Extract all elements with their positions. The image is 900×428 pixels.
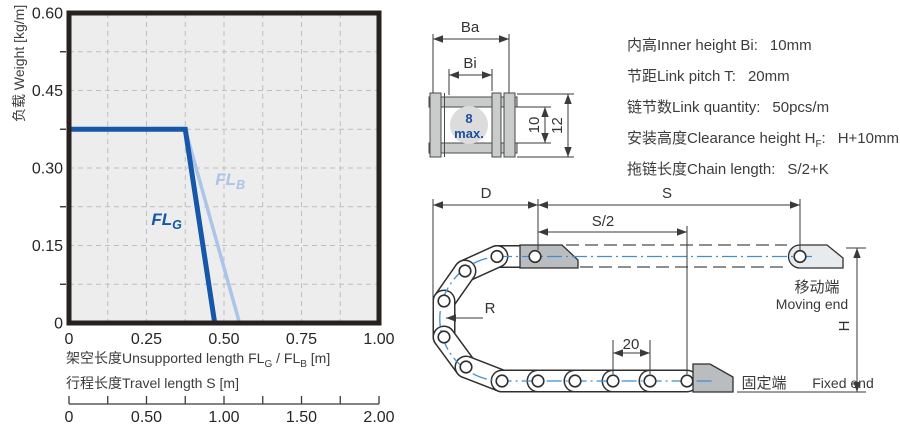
x-tick-label: 0.75 bbox=[286, 331, 317, 348]
spec-value: 10mm bbox=[769, 37, 812, 54]
travel-tick-label: 0 bbox=[65, 409, 74, 426]
x-tick-label: 1.00 bbox=[363, 331, 394, 348]
spec-label-en: Link pitch T: bbox=[657, 68, 736, 85]
spec-label-en: Chain length: bbox=[687, 161, 776, 178]
chain-pin-hole bbox=[528, 249, 542, 264]
cable-count-max: 8 bbox=[465, 111, 472, 126]
chain-pin-hole bbox=[490, 249, 504, 264]
caption1-sub-g: G bbox=[264, 358, 273, 370]
series-g-curve bbox=[69, 126, 218, 324]
y-tick-label: 0.60 bbox=[32, 6, 63, 23]
fixed-end-label-zh: 固定端 bbox=[741, 375, 786, 392]
series-b-curve bbox=[183, 128, 242, 324]
spec-label-zh: 内高 bbox=[627, 37, 658, 54]
dim-s-half-label: S/2 bbox=[592, 213, 615, 230]
chain-pin-hole bbox=[437, 294, 451, 308]
spec-row-clearance-height: 安装高度Clearance height HF: H+10mm bbox=[627, 126, 899, 157]
cable-circle bbox=[450, 106, 488, 144]
spec-label-zh: 链节数 bbox=[627, 99, 673, 116]
dim-r-label: R bbox=[485, 300, 496, 317]
y-tick-label: 0.15 bbox=[32, 238, 63, 255]
spec-label-en: Inner height Bi: bbox=[657, 37, 758, 54]
chain-pin-hole bbox=[643, 374, 657, 388]
y-tick-label: 0 bbox=[54, 316, 63, 333]
dim-bi-label: Bi bbox=[463, 55, 476, 72]
spec-label-zh: 拖链长度 bbox=[627, 161, 688, 178]
moving-end-label-zh: 移动端 bbox=[794, 279, 839, 296]
chart-caption-unsupported: 架空长度Unsupported length FLG / FLB [m] bbox=[66, 349, 330, 374]
chart-captions: 架空长度Unsupported length FLG / FLB [m] 行程长… bbox=[66, 349, 330, 393]
dim-h-label: H bbox=[836, 321, 853, 332]
dim-pitch-label: 20 bbox=[623, 336, 640, 353]
spec-label-en: Clearance height H bbox=[687, 130, 816, 147]
chain-pin-hole bbox=[606, 374, 620, 388]
left-plate bbox=[429, 92, 442, 158]
spec-row-link-quantity: 链节数Link quantity: 50pcs/m bbox=[627, 95, 899, 126]
spec-value: H+10mm bbox=[837, 130, 899, 147]
spec-label-sub: F bbox=[815, 139, 822, 150]
spec-row-inner-height: 内高Inner height Bi: 10mm bbox=[627, 33, 899, 64]
chain-pin-hole bbox=[531, 374, 545, 388]
spec-label-zh: 安装高度 bbox=[627, 130, 688, 147]
spec-list: 内高Inner height Bi: 10mm 节距Link pitch T: 20… bbox=[627, 33, 899, 188]
dim-inner-height-label: 10 bbox=[526, 117, 543, 134]
spec-value: S/2+K bbox=[787, 161, 829, 178]
right-outer-plate bbox=[503, 92, 516, 158]
dim-ba-label: Ba bbox=[461, 19, 480, 36]
caption1-mid: / FL bbox=[272, 350, 301, 366]
cross-section-diagram: 8 max. Ba Bi 10 12 bbox=[428, 19, 574, 158]
fixed-end-label-en: Fixed end bbox=[812, 375, 873, 391]
chain-pin-hole bbox=[437, 330, 451, 344]
travel-tick-label: 2.00 bbox=[363, 409, 394, 426]
travel-tick-label: 0.50 bbox=[131, 409, 162, 426]
chain-pin-hole bbox=[458, 264, 472, 278]
caption1-sub-b: B bbox=[300, 358, 307, 370]
spec-value: 50pcs/m bbox=[772, 99, 830, 116]
spec-row-chain-length: 拖链长度Chain length: S/2+K bbox=[627, 157, 899, 188]
moving-end-hole bbox=[793, 249, 807, 264]
spec-label-zh: 节距 bbox=[627, 68, 658, 85]
y-tick-label: 0.30 bbox=[32, 161, 63, 178]
chain-centerline bbox=[439, 255, 812, 382]
dim-outer-height-label: 12 bbox=[549, 117, 566, 134]
y-tick-label: 0.45 bbox=[32, 83, 63, 100]
plot-border bbox=[66, 10, 382, 326]
x-tick-label: 0.50 bbox=[208, 331, 239, 348]
fixed-end-bracket bbox=[692, 363, 734, 393]
chain-pin-hole bbox=[680, 374, 694, 388]
series-g-label: FLG bbox=[151, 210, 182, 232]
chain-pin-hole bbox=[568, 374, 582, 388]
travel-tick-label: 1.50 bbox=[286, 409, 317, 426]
travel-tick-label: 1.00 bbox=[208, 409, 239, 426]
right-inner-plate bbox=[491, 92, 502, 158]
caption2-text: 行程长度Travel length S [m] bbox=[66, 374, 239, 391]
spec-label-en: Link quantity: bbox=[672, 99, 761, 116]
chain-side-view: D S S/2 R 20 H 移动端 Moving end bbox=[432, 185, 874, 393]
chain-pin-hole bbox=[495, 374, 509, 388]
dim-s-label: S bbox=[662, 185, 672, 202]
chain-pin-hole bbox=[459, 360, 473, 374]
technical-drawings: 8 max. Ba Bi 10 12 bbox=[428, 19, 874, 393]
chart-caption-travel: 行程长度Travel length S [m] bbox=[66, 374, 330, 393]
x-tick-label: 0 bbox=[65, 331, 74, 348]
spec-label-post: : bbox=[821, 130, 826, 147]
y-axis-title: 负载 Weight [kg/m] bbox=[11, 5, 27, 122]
moving-end-label-en: Moving end bbox=[776, 296, 848, 312]
cable-count-max-unit: max. bbox=[454, 126, 484, 141]
spec-value: 20mm bbox=[747, 68, 790, 85]
caption1-text: 架空长度Unsupported length FL bbox=[66, 350, 265, 366]
caption1-unit: [m] bbox=[306, 350, 331, 366]
load-chart: 0 0.25 0.50 0.75 1.00 0 0.15 0.30 0.45 0.60 负载 Wei… bbox=[11, 5, 395, 426]
dim-d-label: D bbox=[481, 185, 492, 202]
series-b-label: FLB bbox=[215, 170, 245, 192]
chain-links bbox=[432, 245, 699, 393]
chain-pin-holes bbox=[437, 249, 694, 388]
spec-row-link-pitch: 节距Link pitch T: 20mm bbox=[627, 64, 899, 95]
x-tick-label: 0.25 bbox=[131, 331, 162, 348]
